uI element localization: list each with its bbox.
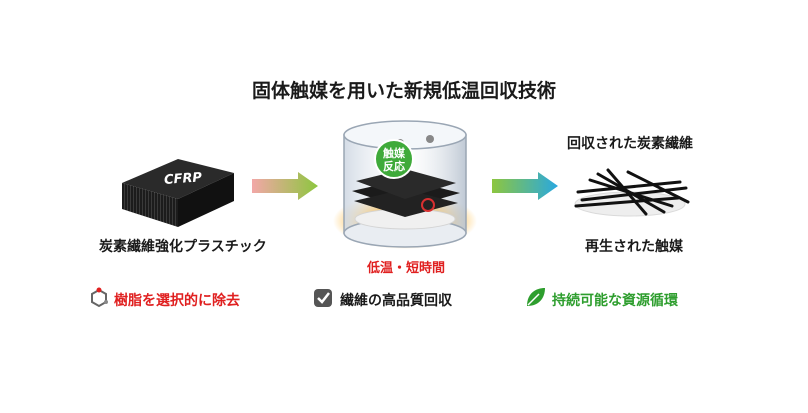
cfrp-box-label: CFRP	[164, 170, 203, 188]
regenerated-catalyst-caption: 再生された触媒	[585, 239, 683, 255]
recovered-fiber-caption: 回収された炭素繊維	[567, 136, 693, 152]
cfrp-block: CFRP	[122, 159, 234, 227]
leaf-icon	[527, 288, 545, 306]
arrow-right-icon	[492, 172, 558, 200]
molecule-icon	[91, 287, 108, 308]
reaction-condition: 低温・短時間	[367, 261, 446, 276]
feature-label: 繊維の高品質回収	[340, 293, 452, 309]
feature-label: 樹脂を選択的に除去	[114, 293, 240, 309]
page-title: 固体触媒を用いた新規低温回収技術	[251, 80, 556, 102]
arrow-left-icon	[252, 172, 318, 200]
cfrp-caption: 炭素繊維強化プラスチック	[99, 239, 267, 255]
feature-label: 持続可能な資源循環	[552, 293, 678, 309]
badge-line-1: 触媒	[382, 146, 406, 160]
badge-line-2: 反応	[383, 159, 405, 173]
recovered-fiber-illustration	[574, 168, 690, 217]
checkbox-icon	[314, 289, 332, 307]
reactor-illustration: 触媒 反応	[333, 120, 477, 249]
